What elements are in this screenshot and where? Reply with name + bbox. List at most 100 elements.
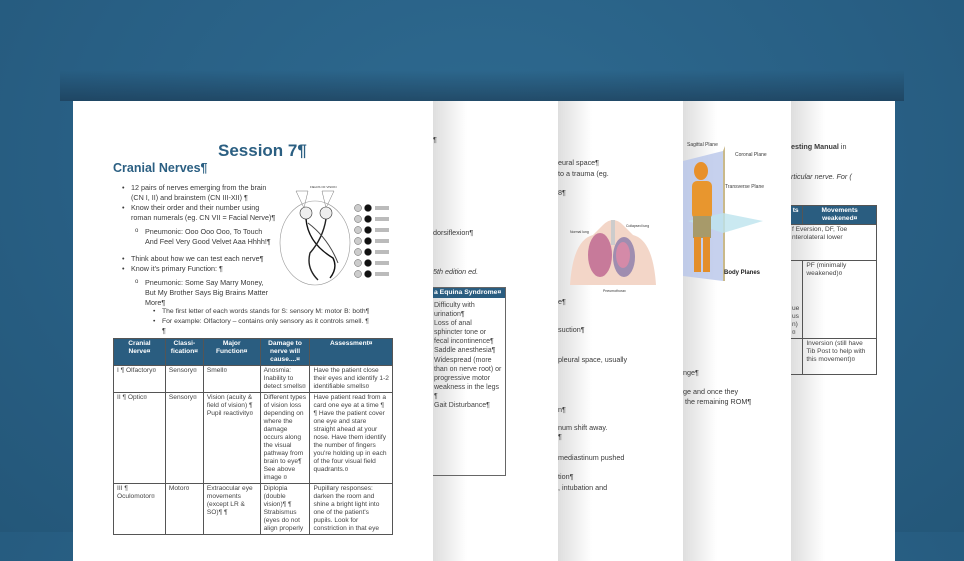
table-cell: Diplopia (double vision)¶ ¶ Strabismus (… [259, 483, 311, 535]
text-line: pleural space, usually [558, 355, 628, 364]
table-cell: Different types of vision loss depending… [259, 392, 311, 484]
visual-field-diagram-mark [354, 259, 362, 267]
visual-field-diagram-mark [364, 204, 372, 212]
table-cell: Pupillary responses: darken the room and… [309, 483, 393, 535]
table-row: I ¶ Olfactory¤Sensory¤Smell¤Anosmia: Ina… [113, 365, 393, 393]
table-header: Major Function¤ [202, 338, 261, 366]
table-header: Classi-fication¤ [164, 338, 204, 366]
body-planes-figure: Sagittal Plane [683, 141, 763, 281]
table-cell-line: Gait Disturbance¶ [434, 402, 490, 410]
figure-label: Transverse Plane [725, 184, 764, 190]
table-cell: f Eversion, DF, Toe nterolateral lower [791, 224, 877, 261]
sub-sub-bullet-item: For example: Olfactory – contains only s… [153, 317, 369, 326]
legend-text-mark [375, 261, 389, 265]
legend-text-mark [375, 239, 389, 243]
visual-field-diagram-mark [364, 259, 372, 267]
text-line: nge¶ [683, 368, 699, 377]
text-line: ge and once they [683, 387, 739, 396]
text-line: e¶ [558, 297, 566, 306]
table-cell: Have patient read from a card one eye at… [309, 392, 393, 484]
visual-field-diagram-mark [364, 226, 372, 234]
legend-text-mark [375, 206, 389, 210]
text-line: tion¶ [558, 472, 574, 481]
document-page-2[interactable]: ¶ dorsiflexion¶ 5th edition ed. a Equina… [433, 101, 558, 561]
text-line: n¶ [558, 405, 566, 414]
document-page-1[interactable]: Session 7¶ Cranial Nerves¶ 12 pairs of n… [73, 101, 433, 561]
table-cell: III ¶ Oculomotor¤ [113, 483, 166, 535]
table-cell: Sensory¤ [164, 392, 204, 484]
figure-caption: Body Planes [724, 270, 761, 276]
table-cell-line: than on nerve root) or [434, 365, 502, 373]
page-edge-shadow [433, 101, 467, 561]
table-cell: Extraocular eye movements (except LR & S… [202, 483, 261, 535]
document-page-3[interactable]: eural space¶ to a trauma (eg. 8¶ Normal … [558, 101, 683, 561]
text-line: rticular nerve. For ( [791, 172, 852, 181]
visual-field-diagram-mark [354, 248, 362, 256]
table-cell-line: progressive motor [434, 374, 491, 382]
bullet-item: Think about how we can test each nerve¶ [122, 254, 263, 263]
visual-field-diagram-mark [364, 270, 372, 278]
text-line: ¶ [433, 135, 437, 144]
text-line: esting Manual in [791, 142, 847, 151]
page-edge-shadow [558, 101, 592, 561]
table-cell [791, 338, 804, 375]
table-cell: ue us n)¤ [791, 260, 804, 339]
section-heading: Cranial Nerves¶ [113, 161, 208, 175]
table-cell-line: Loss of anal [434, 320, 472, 328]
sub-sub-bullet-item: The first letter of each words stands fo… [153, 307, 369, 316]
table-header: a Equina Syndrome¤ [433, 288, 505, 298]
text-line: the remaining ROM¶ [685, 397, 752, 406]
legend-text-mark [375, 272, 389, 276]
legend-text-mark [375, 250, 389, 254]
text-line: to a trauma (eg. [558, 169, 609, 178]
table-row: II ¶ Optic¤Sensory¤Vision (acuity & fiel… [113, 392, 393, 484]
figure-label: Sagittal Plane [691, 141, 722, 142]
table-cell: II ¶ Optic¤ [113, 392, 166, 484]
cranial-nerves-table: Cranial Nerve¤Classi-fication¤Major Func… [113, 338, 393, 535]
table-cell: Inversion (still have Tib Post to help w… [802, 338, 877, 375]
table-row: III ¶ Oculomotor¤Motor¤Extraocular eye m… [113, 483, 393, 535]
table-cell: PF (minimally weakened)¤ [802, 260, 877, 339]
paragraph-mark: ¶ [162, 326, 166, 335]
sub-bullet-item: Pneumonic: Ooo Ooo Ooo, To Touch [135, 227, 262, 236]
visual-pathway-figure: FIELDS OF VISION [279, 185, 389, 286]
table-cell: Motor¤ [164, 483, 204, 535]
table-header: ts [791, 205, 804, 225]
legend-text-mark [375, 228, 389, 232]
table-cell: I ¶ Olfactory¤ [113, 365, 166, 393]
sub-bullet-item-cont: And Feel Very Good Velvet Aaa Hhhh!¶ [145, 237, 271, 246]
figure-label: FIELDS OF VISION [310, 185, 337, 189]
table-cell: Anosmia: Inability to detect smells¤ [259, 365, 311, 393]
table-cell: Have the patient close their eyes and id… [309, 365, 393, 393]
visual-field-diagram-mark [354, 226, 362, 234]
table-header: Cranial Nerve¤ [113, 338, 166, 366]
text-line: 8¶ [558, 188, 566, 197]
bullet-item: 12 pairs of nerves emerging from the bra… [122, 183, 266, 192]
document-page-4[interactable]: Sagittal Plane Sagittal Plane Coronal Pl… [683, 101, 791, 561]
figure-label: Coronal Plane [735, 152, 767, 158]
pneumothorax-figure: Normal lung Collapsed lung Pneumothorax [570, 220, 656, 293]
sub-bullet-item: Pneumonic: Some Say Marry Money, [135, 278, 263, 287]
table-cell: Sensory¤ [164, 365, 204, 393]
figure-label: Normal lung [570, 230, 589, 234]
table-cell-line: Saddle anesthesia¶ [434, 347, 496, 355]
sub-bullet-item-cont: More¶ [145, 298, 166, 307]
page-title: Session 7¶ [218, 141, 307, 160]
bullet-item-cont: roman numerals (eg. CN VII = Facial Nerv… [131, 213, 276, 222]
bullet-item: Know it's primary Function: ¶ [122, 264, 223, 273]
table-cell-line: urination¶ [434, 311, 465, 319]
text-line: 5th edition ed. [433, 267, 479, 276]
visual-field-diagram-mark [364, 248, 372, 256]
page-stack-shadow [60, 70, 904, 101]
document-page-5[interactable]: esting Manual in rticular nerve. For ( t… [791, 101, 895, 561]
text-line: , intubation and [558, 483, 608, 492]
legend-text-mark [375, 217, 389, 221]
table-cell: Smell¤ [202, 365, 261, 393]
table-header: Assessment¤ [309, 338, 393, 366]
visual-field-diagram-mark [354, 215, 362, 223]
table-cell-line: fecal incontinence¶ [434, 338, 494, 346]
visual-field-diagram-mark [354, 204, 362, 212]
table-cell-line: Widespread (more [434, 356, 492, 364]
